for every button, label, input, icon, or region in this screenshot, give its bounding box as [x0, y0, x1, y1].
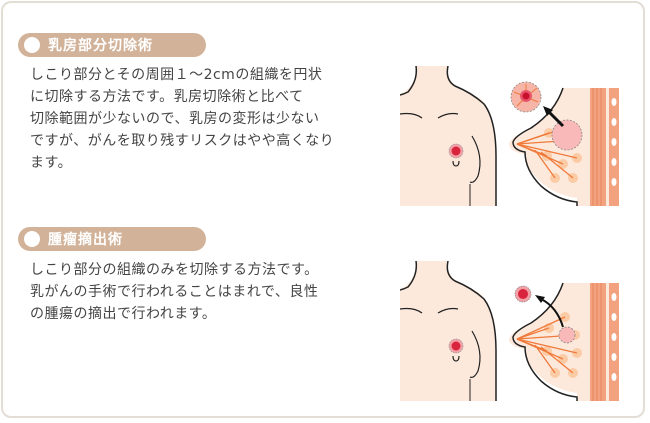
description-line: ですが、がんを取り残すリスクはやや高くなり — [30, 133, 335, 149]
description-line: しこり部分の組織のみを切除する方法です。 — [30, 262, 319, 278]
section-description: しこり部分の組織のみを切除する方法です。 乳がんの手術で行われることはまれで、良… — [30, 259, 380, 325]
description-line: の腫瘍の摘出で行われます。 — [30, 306, 217, 322]
description-line: 乳がんの手術で行われることはまれで、良性 — [30, 284, 319, 300]
excised-tumor-illustration — [514, 285, 532, 303]
breast-cross-section-illustration — [509, 282, 619, 401]
description-line: に切除する方法です。乳房切除術と比べて — [30, 89, 304, 105]
bullet-circle-icon — [24, 37, 40, 53]
section-title: 腫瘤摘出術 — [48, 232, 123, 248]
torso-front-illustration — [400, 66, 498, 206]
description-line: ます。 — [30, 155, 73, 171]
section-heading-partial-mastectomy: 乳房部分切除術 — [18, 33, 206, 57]
description-line: しこり部分とその周囲１〜2cmの組織を円状 — [30, 67, 323, 83]
section-description: しこり部分とその周囲１〜2cmの組織を円状 に切除する方法です。乳房切除術と比べ… — [30, 64, 380, 174]
bullet-circle-icon — [24, 231, 40, 247]
excised-tissue-illustration — [510, 81, 542, 113]
section-title: 乳房部分切除術 — [48, 38, 153, 54]
breast-cross-section-illustration — [509, 87, 619, 206]
description-line: 切除範囲が少ないので、乳房の変形は少ない — [30, 111, 320, 127]
section-heading-lumpectomy: 腫瘤摘出術 — [18, 227, 206, 251]
torso-front-illustration — [400, 261, 497, 401]
